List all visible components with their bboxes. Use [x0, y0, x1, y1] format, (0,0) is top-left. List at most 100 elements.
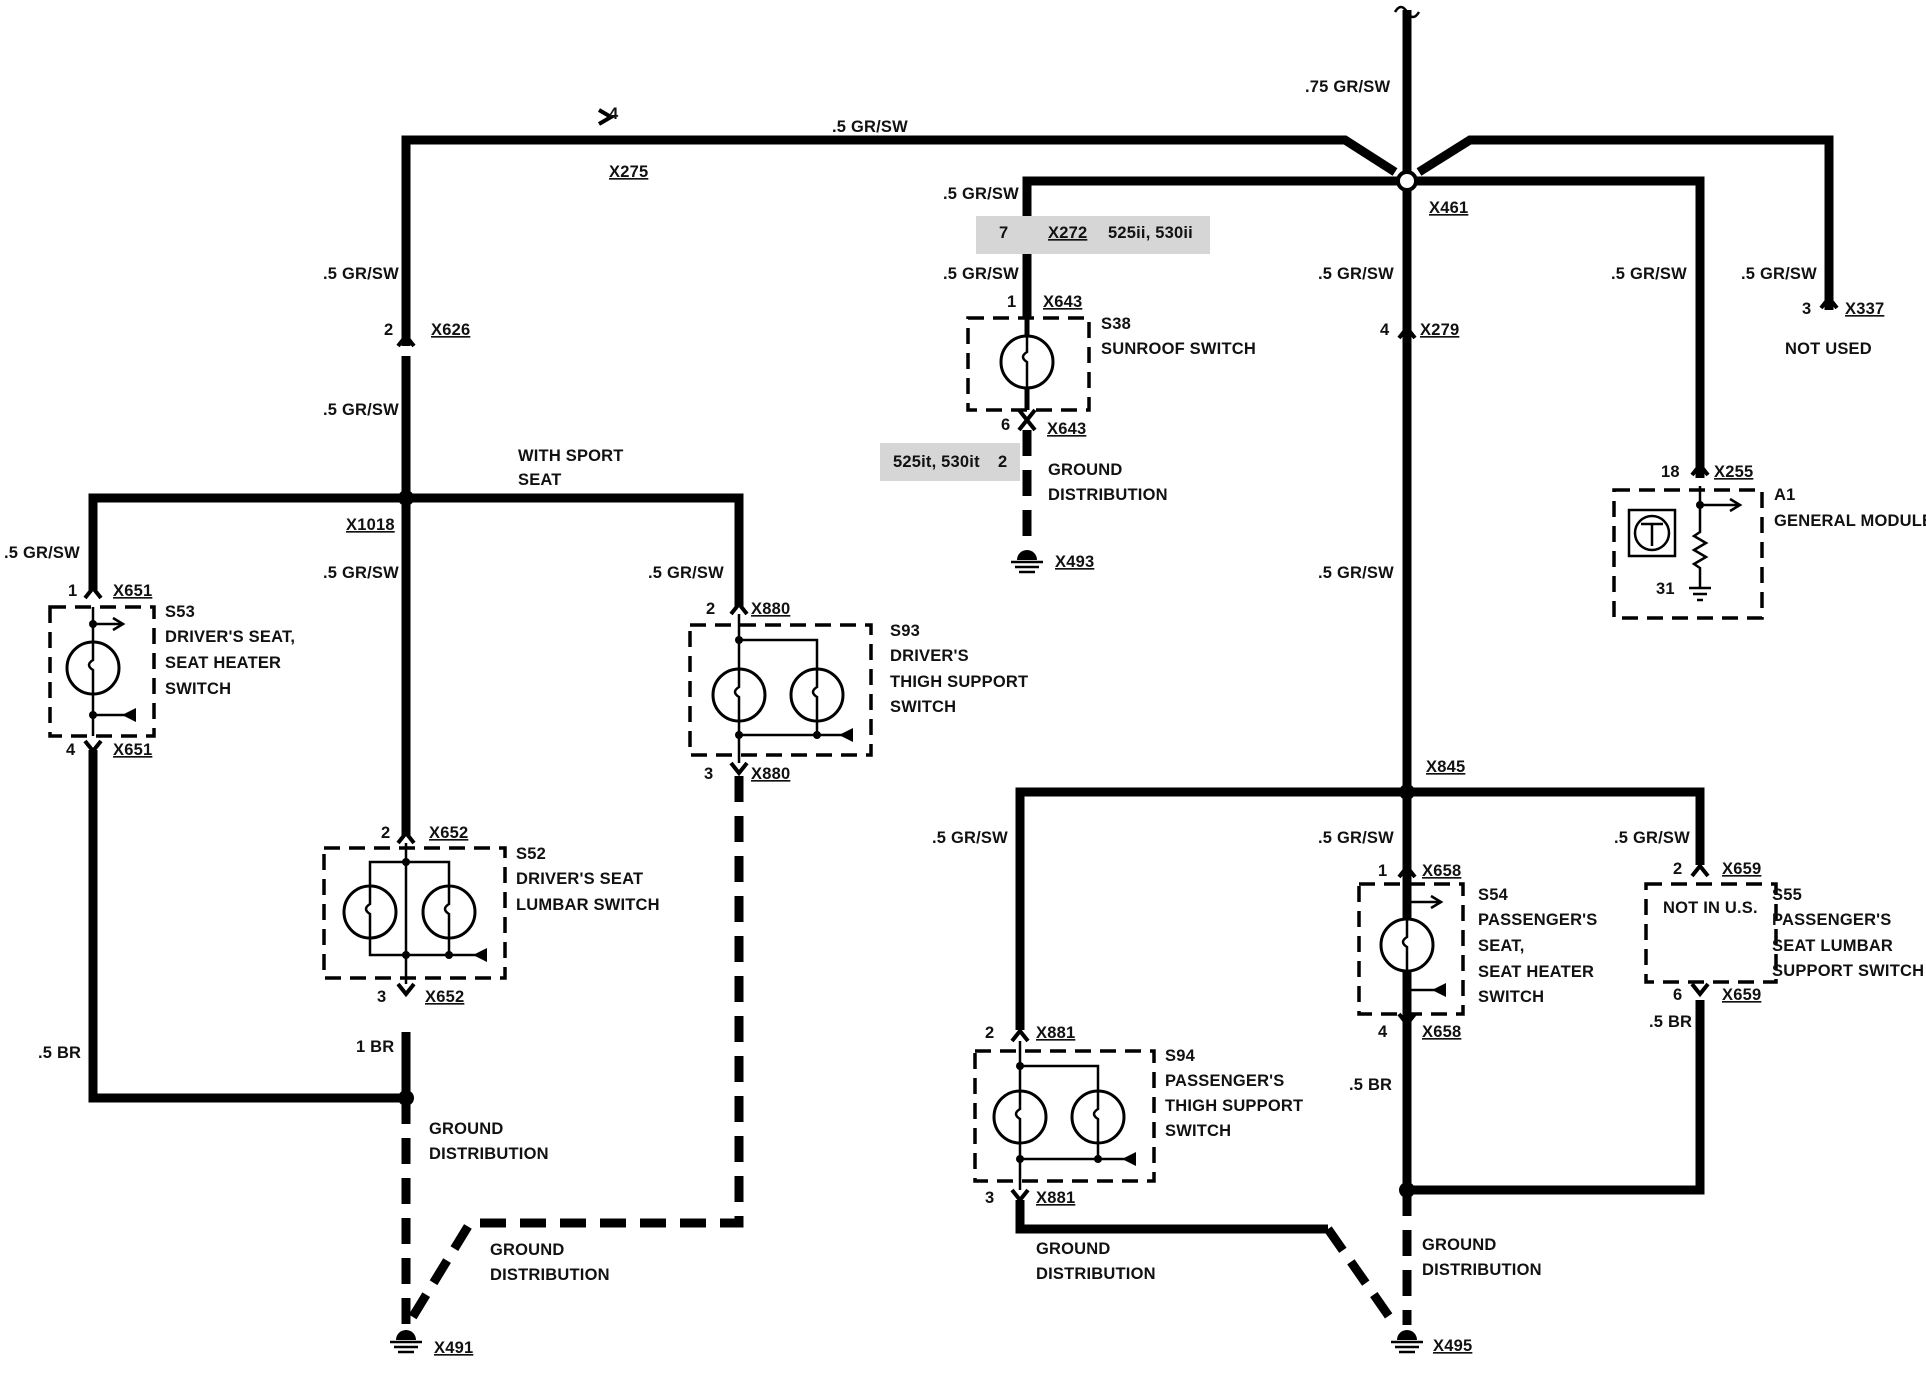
connector-x651-bot: X651 — [113, 741, 152, 759]
wire-label-x626-below: .5 GR/SW — [323, 401, 399, 419]
dashed-wire-s93-ground — [408, 776, 744, 1321]
module-a1 — [1612, 486, 1764, 620]
pin-x255: 18 — [1661, 463, 1680, 481]
note-gd-s94-1: GROUND — [1036, 1240, 1111, 1258]
pin-x272: 7 — [999, 224, 1008, 242]
pin-x881-top: 2 — [985, 1024, 994, 1042]
pin-x880-bot: 3 — [704, 765, 713, 783]
wire-x337-branch — [1416, 135, 1834, 310]
pin-mark-x881-top — [1010, 1027, 1030, 1043]
pin-x658-bot: 4 — [1378, 1023, 1388, 1041]
connector-x643-top: X643 — [1043, 293, 1082, 311]
connector-x643-bot: X643 — [1047, 420, 1086, 438]
wire-label-top-run: .5 GR/SW — [832, 118, 908, 136]
pin-mark-x652-bot — [396, 982, 416, 998]
s54-line1: PASSENGER'S — [1478, 911, 1598, 929]
wire-s53-ground — [88, 750, 406, 1103]
note-not-used: NOT USED — [1785, 340, 1872, 358]
s52-line2: LUMBAR SWITCH — [516, 896, 660, 914]
connector-x652-bot: X652 — [425, 988, 464, 1006]
connector-x881-bot: X881 — [1036, 1189, 1075, 1207]
switch-s52 — [322, 843, 507, 984]
pin-mark-x658-top — [1397, 863, 1417, 879]
junction-x845 — [1399, 784, 1415, 800]
wire-label-x880-above: .5 GR/SW — [648, 564, 724, 582]
a1-name: GENERAL MODULE — [1774, 512, 1926, 530]
s52-line1: DRIVER'S SEAT — [516, 870, 643, 888]
connector-x658-top: X658 — [1422, 862, 1461, 880]
connector-x658-bot: X658 — [1422, 1023, 1461, 1041]
pin-mark-x881-bot — [1010, 1188, 1030, 1204]
note-gd-s94-2: DISTRIBUTION — [1036, 1265, 1156, 1283]
wire-s55-ground — [1407, 1000, 1705, 1195]
s52-id: S52 — [516, 845, 546, 863]
connector-x659-bot: X659 — [1722, 986, 1761, 1004]
variant-ground: 525it, 530it — [893, 453, 980, 471]
note-gd-bottom-1: GROUND — [490, 1241, 565, 1259]
wire-x1018-horizontal — [88, 493, 744, 607]
wire-x461-bus — [1022, 176, 1705, 478]
note-gd-left-1: GROUND — [429, 1120, 504, 1138]
pin-x643-bot: 6 — [1001, 416, 1010, 434]
s54-line4: SWITCH — [1478, 988, 1544, 1006]
pin-ground-2: 2 — [998, 453, 1007, 471]
wire-label-s53-ground: .5 BR — [38, 1044, 81, 1062]
connector-x659-top: X659 — [1722, 860, 1761, 878]
s55-line2: SEAT LUMBAR — [1772, 937, 1893, 955]
s94-line1: PASSENGER'S — [1165, 1072, 1285, 1090]
pin-mark-x279 — [1397, 324, 1417, 340]
connector-x495: X495 — [1433, 1337, 1472, 1355]
pin-x880-top: 2 — [706, 600, 715, 618]
pin-x652-top: 2 — [381, 824, 390, 842]
wire-label-x279-below: .5 GR/SW — [1318, 564, 1394, 582]
pin-x337: 3 — [1802, 300, 1811, 318]
pin-x881-bot: 3 — [985, 1189, 994, 1207]
note-gd-left-2: DISTRIBUTION — [429, 1145, 549, 1163]
switch-s55 — [1644, 882, 1778, 984]
connector-x279: X279 — [1420, 321, 1459, 339]
ground-symbols — [390, 550, 1423, 1354]
pin-mark-x255 — [1690, 461, 1710, 477]
s93-line2: THIGH SUPPORT — [890, 673, 1028, 691]
pin-mark-x659-bot — [1690, 982, 1710, 998]
connector-x255: X255 — [1714, 463, 1753, 481]
switch-s53 — [48, 605, 156, 738]
switch-s38 — [966, 316, 1091, 432]
s53-line2: SEAT HEATER — [165, 654, 281, 672]
pin-mark-x651-top — [83, 584, 103, 600]
a1-id: A1 — [1774, 486, 1796, 504]
pin-mark-x652-top — [396, 829, 416, 845]
wire-label-x255-above: .5 GR/SW — [1611, 265, 1687, 283]
s55-line3: SUPPORT SWITCH — [1772, 962, 1924, 980]
note-gd-s38-1: GROUND — [1048, 461, 1123, 479]
ground-distribution-wires — [401, 430, 1412, 1328]
wire-label-x272-below: .5 GR/SW — [943, 265, 1019, 283]
junction-x1018 — [398, 490, 414, 506]
connector-x880-top: X880 — [751, 600, 790, 618]
labels: .75 GR/SW .5 GR/SW .5 GR/SW .5 GR/SW .5 … — [4, 78, 1926, 1357]
note-gd-right-2: DISTRIBUTION — [1422, 1261, 1542, 1279]
s38-id: S38 — [1101, 315, 1131, 333]
s54-id: S54 — [1478, 886, 1509, 904]
wire-label-x845-right: .5 GR/SW — [1614, 829, 1690, 847]
pin-x659-bot: 6 — [1673, 986, 1682, 1004]
s55-note: NOT IN U.S. — [1663, 899, 1758, 917]
s93-line3: SWITCH — [890, 698, 956, 716]
connector-x881-top: X881 — [1036, 1024, 1075, 1042]
ground-x495 — [1391, 1330, 1423, 1354]
connector-x626: X626 — [431, 321, 470, 339]
junctions — [398, 170, 1418, 1198]
junction-ground-right — [1399, 1182, 1415, 1198]
note-gd-bottom-2: DISTRIBUTION — [490, 1266, 610, 1284]
pin-arrow-x275 — [597, 108, 615, 126]
dashed-wire-s94-ground — [1324, 1226, 1399, 1328]
pin-x279: 4 — [1380, 321, 1390, 339]
wire-label-x845-left: .5 GR/SW — [932, 829, 1008, 847]
wire-label-x1018-down: .5 GR/SW — [323, 564, 399, 582]
pin-x651-top: 1 — [68, 582, 77, 600]
variant-shade-x272 — [976, 216, 1210, 254]
wire-label-x279-above: .5 GR/SW — [1318, 265, 1394, 283]
wire-label-s54-ground: .5 BR — [1349, 1076, 1392, 1094]
switch-s93 — [688, 614, 873, 763]
